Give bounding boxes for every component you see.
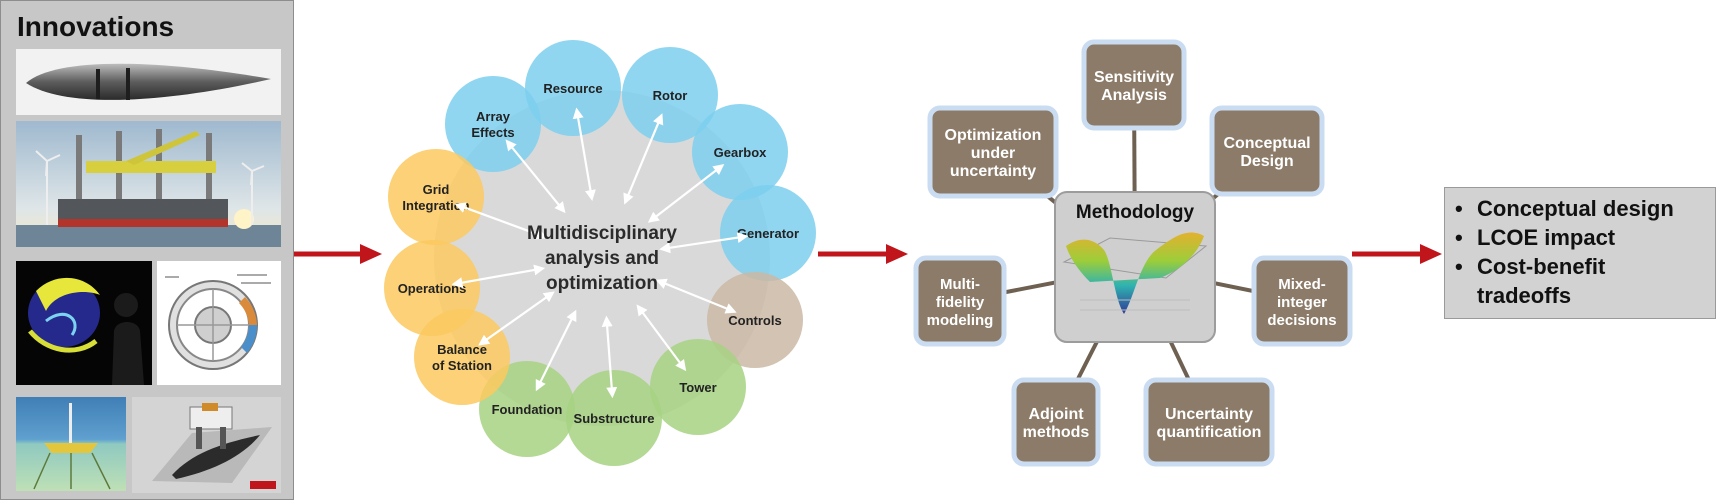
mdao-arrow-array-effects xyxy=(505,139,566,214)
mdao-arrow-grid-integration xyxy=(454,202,548,240)
mdao-arrow-tower xyxy=(636,304,687,372)
mdao-node-label-foundation: Foundation xyxy=(492,402,563,417)
outcome-bullet-conceptual-design: •Conceptual design xyxy=(1455,196,1674,221)
innovations-title: Innovations xyxy=(17,11,175,42)
mdao-arrow-foundation xyxy=(535,309,577,392)
mdao-node-generator xyxy=(720,185,816,281)
blade-render-image xyxy=(16,49,281,115)
mdao-arrow-generator xyxy=(659,232,749,254)
mdao-node-operations xyxy=(384,240,480,336)
outcomes-box: •Conceptual design •LCOE impact •Cost-be… xyxy=(1444,187,1716,319)
mdao-node-label-gearbox: Gearbox xyxy=(714,145,768,160)
mdao-node-label-rotor: Rotor xyxy=(653,88,688,103)
methodology-box-mixed-integer-decisions xyxy=(1251,255,1353,347)
methodology-box-multi-fidelity-modeling xyxy=(913,255,1007,347)
mdao-node-label-controls: Controls xyxy=(728,313,781,328)
mdao-node-label-substructure: Substructure xyxy=(574,411,655,426)
mdao-node-label-tower: Tower xyxy=(679,380,716,395)
mdao-arrow-rotor xyxy=(623,113,664,205)
flow-arrow-2 xyxy=(818,244,908,264)
outcome-text: Conceptual design xyxy=(1477,196,1674,221)
mdao-node-label-operations: Operations xyxy=(398,281,467,296)
methodology-box-conceptual-design xyxy=(1209,105,1325,197)
mdao-node-substructure xyxy=(566,370,662,466)
mdao-arrow-substructure xyxy=(601,315,618,399)
methodology-center-box xyxy=(1054,191,1216,343)
methodology-box-uncertainty-quantification xyxy=(1143,377,1275,467)
mdao-node-resource xyxy=(525,40,621,136)
mdao-arrow-operations xyxy=(451,264,546,289)
mdao-node-label-resource: Resource xyxy=(543,81,602,96)
installation-vessel-image xyxy=(16,121,281,247)
mdao-arrow-resource xyxy=(572,107,596,202)
surface-plot-icon xyxy=(1062,232,1208,314)
methodology-title: Methodology xyxy=(1076,202,1195,223)
outcome-text: LCOE impact xyxy=(1477,225,1616,250)
cfd-visualization-image xyxy=(16,261,152,385)
methodology-box-sensitivity-analysis xyxy=(1081,39,1187,131)
innovations-panel: Innovations xyxy=(0,0,294,500)
mdao-arrow-controls xyxy=(655,278,737,314)
blade-manufacturing-image xyxy=(132,397,281,493)
mdao-arrow-balance-of-station xyxy=(478,291,555,346)
mdao-arrow-gearbox xyxy=(647,164,725,223)
mdao-node-label-generator: Generator xyxy=(737,226,799,241)
methodology-box-adjoint-methods xyxy=(1011,377,1101,467)
flow-arrow-3 xyxy=(1352,244,1442,264)
floating-platform-image xyxy=(16,397,126,491)
flow-arrow-1 xyxy=(294,244,382,264)
methodology-box-optimization-under-uncertainty xyxy=(927,105,1059,199)
outcome-bullet-lcoe-impact: •LCOE impact xyxy=(1455,225,1616,250)
generator-schematic-image xyxy=(157,261,281,385)
